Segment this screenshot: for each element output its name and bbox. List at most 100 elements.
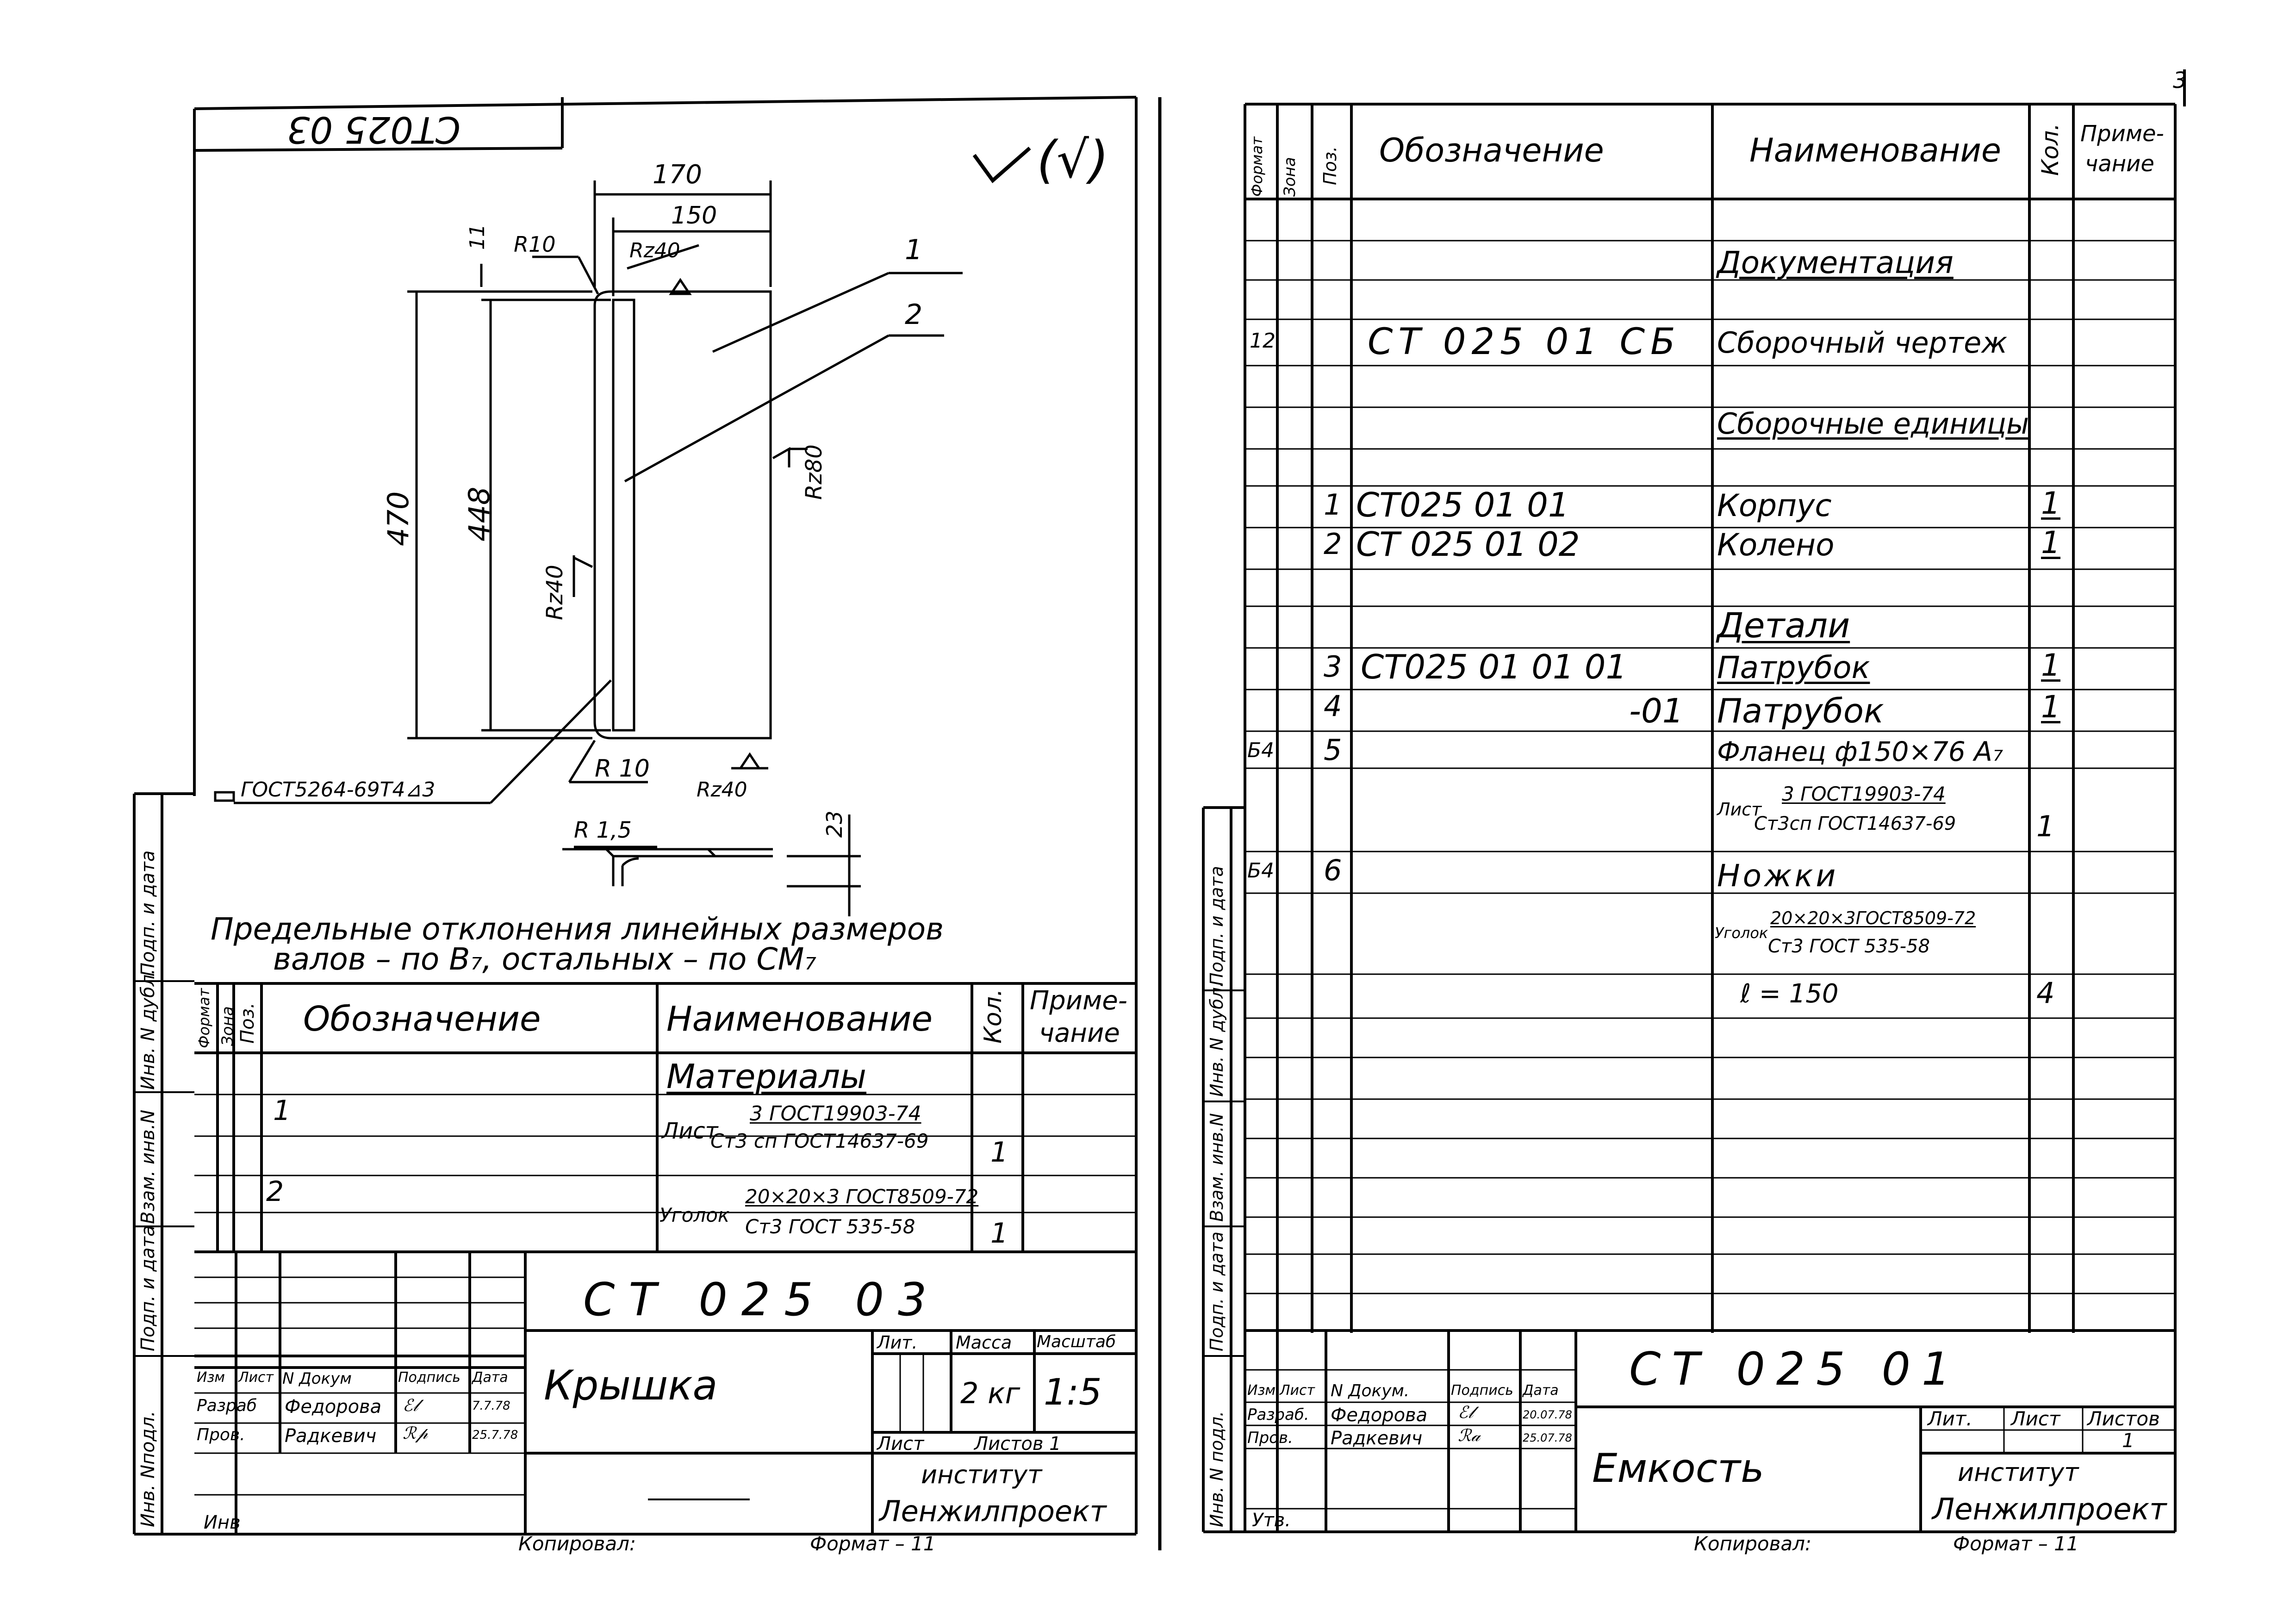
r-tb-razrab-name: Федорова — [1331, 1405, 1428, 1426]
stamp-code: СТ025 03 — [287, 108, 461, 150]
r-side-inv-podl: Инв. N подл. — [1207, 1411, 1227, 1527]
r-tb-prov-name: Радкевич — [1331, 1428, 1423, 1449]
part4-pos: 4 — [1324, 689, 1342, 723]
part6-length: ℓ = 150 — [1740, 979, 1839, 1009]
part4-qty: 1 — [2041, 689, 2060, 725]
row2-bottom: Ст3 ГОСТ 535-58 — [745, 1215, 915, 1238]
dim-11: 11 — [466, 224, 489, 250]
part5-format: Б4 — [1247, 739, 1275, 762]
part6-qty: 4 — [2036, 976, 2055, 1010]
r-sheet-label: Лист — [2011, 1407, 2060, 1430]
scale-label: Масштаб — [1037, 1332, 1116, 1351]
r-side-podp-data-1: Подп. и дата — [1207, 1231, 1227, 1351]
header-qty: Кол. — [979, 989, 1007, 1044]
r-tb-razrab-date: 20.07.78 — [1523, 1408, 1572, 1421]
part6-pos: 6 — [1324, 853, 1342, 887]
part6-top: 20×20×3ГОСТ8509-72 — [1770, 908, 1976, 928]
r-tb-izm: Изм — [1247, 1382, 1276, 1399]
dim-r15: R 1,5 — [574, 817, 632, 843]
org-line1: институт — [921, 1460, 1042, 1489]
r-header-note-2: чание — [2085, 151, 2154, 177]
part5-qty: 1 — [2036, 809, 2055, 843]
r-tb-data: Дата — [1523, 1382, 1559, 1399]
r-header-pos: Поз. — [1320, 146, 1340, 185]
row1-qty: 1 — [990, 1136, 1008, 1169]
r-side-inv-dubl: Инв. N дубл. — [1207, 982, 1227, 1097]
lit-label: Лит. — [877, 1332, 918, 1353]
r-header-name: Наименование — [1749, 131, 2001, 169]
part5-top: 3 ГОСТ19903-74 — [1782, 783, 1946, 805]
unit2-designation: СТ 025 01 02 — [1356, 525, 1580, 564]
tb-izm: Изм — [197, 1369, 225, 1386]
rz40-top: Rz40 — [629, 239, 680, 262]
mass-value: 2 кг — [960, 1376, 1020, 1410]
header-designation: Обозначение — [303, 999, 541, 1039]
row2-top: 20×20×3 ГОСТ8509-72 — [745, 1185, 979, 1208]
section-materials: Материалы — [666, 1057, 866, 1096]
r-tb-list: Лист — [1280, 1382, 1315, 1399]
rz40-bottom: Rz40 — [697, 778, 747, 802]
rz40-left: Rz40 — [542, 565, 568, 620]
side-inv-podl: Инв. Nподл. — [137, 1411, 159, 1527]
header-format: Формат — [195, 988, 213, 1048]
leader-2: 2 — [905, 298, 923, 331]
part6-format: Б4 — [1247, 859, 1275, 883]
header-note-1: Приме- — [1030, 986, 1127, 1016]
side-podp-data-1: Подп. и дата — [137, 1225, 159, 1351]
tb-list: Лист — [238, 1369, 274, 1386]
header-pos: Поз. — [237, 1002, 258, 1044]
mass-label: Масса — [956, 1332, 1012, 1353]
part3-name: Патрубок — [1717, 650, 1870, 685]
scale-value: 1:5 — [1044, 1372, 1102, 1413]
r-side-podp-data-2: Подп. и дата — [1207, 866, 1227, 986]
dim-r10-top: R10 — [514, 232, 556, 257]
tb-prov-label: Пров. — [197, 1425, 245, 1444]
title-name: Крышка — [544, 1362, 718, 1409]
org-line2: Ленжилпроект — [879, 1494, 1107, 1528]
tolerance-line1: Предельные отклонения линейных размеров — [211, 911, 944, 947]
r-tb-prov-date: 25.07.78 — [1523, 1431, 1572, 1444]
r-header-note-1: Приме- — [2080, 121, 2164, 147]
r-signature-1: ℰ𝓁 — [1458, 1403, 1474, 1422]
part5-bottom: Ст3сп ГОСТ14637-69 — [1754, 813, 1956, 834]
row1-top: 3 ГОСТ19903-74 — [750, 1102, 921, 1126]
part5-name: Фланец ф150×76 А₇ — [1717, 736, 2004, 767]
r-tb-podpis: Подпись — [1451, 1382, 1513, 1399]
unit1-pos: 1 — [1324, 488, 1342, 522]
footer-format: Формат – 11 — [810, 1532, 936, 1555]
r-tb-razrab-label: Разраб. — [1247, 1405, 1309, 1424]
signature-1: ℰ𝓁 — [403, 1396, 418, 1415]
row2-qty: 1 — [990, 1217, 1008, 1250]
unit1-name: Корпус — [1717, 488, 1832, 523]
unit1-designation: СТ025 01 01 — [1356, 485, 1569, 524]
side-inv-dubl: Инв. N дубл. — [137, 969, 159, 1090]
dim-r10-bottom: R 10 — [595, 755, 650, 783]
dim-170: 170 — [653, 160, 702, 190]
r-side-vzam: Взам. инв.N — [1207, 1113, 1227, 1222]
tb-prov-name: Радкевич — [285, 1425, 377, 1447]
part6-bottom: Ст3 ГОСТ 535-58 — [1768, 936, 1930, 957]
row2-pos: 2 — [266, 1175, 284, 1208]
side-vzam: Взам. инв.N — [137, 1109, 159, 1224]
part6-prefix: Уголок — [1715, 924, 1768, 942]
signature-2: ℛ𝓅 — [403, 1424, 428, 1443]
part3-pos: 3 — [1324, 650, 1342, 684]
footer-copied: Копировал: — [518, 1532, 636, 1555]
tolerance-line2: валов – по В₇, остальных – по СМ₇ — [273, 941, 816, 977]
row1-pos: 1 — [273, 1094, 291, 1127]
title-code: СТ 025 03 — [583, 1274, 941, 1326]
docs-format: 12 — [1250, 329, 1276, 353]
part3-designation: СТ025 01 01 01 — [1361, 647, 1627, 686]
tb-razrab-date: 7.7.78 — [472, 1399, 510, 1413]
r-tb-ndokum: N Докум. — [1331, 1381, 1410, 1400]
part6-name: Ножки — [1717, 858, 1839, 894]
unit2-name: Колено — [1717, 527, 1835, 563]
section-docs: Документация — [1717, 245, 1954, 280]
roughness-symbol: (√) — [1037, 130, 1109, 189]
dim-448: 448 — [462, 486, 496, 541]
part5-pos: 5 — [1324, 733, 1342, 767]
r-header-zone: Зона — [1281, 157, 1299, 197]
tb-podpis: Подпись — [398, 1369, 460, 1386]
part4-name: Патрубок — [1717, 691, 1884, 730]
part5-prefix: Лист — [1717, 799, 1762, 820]
